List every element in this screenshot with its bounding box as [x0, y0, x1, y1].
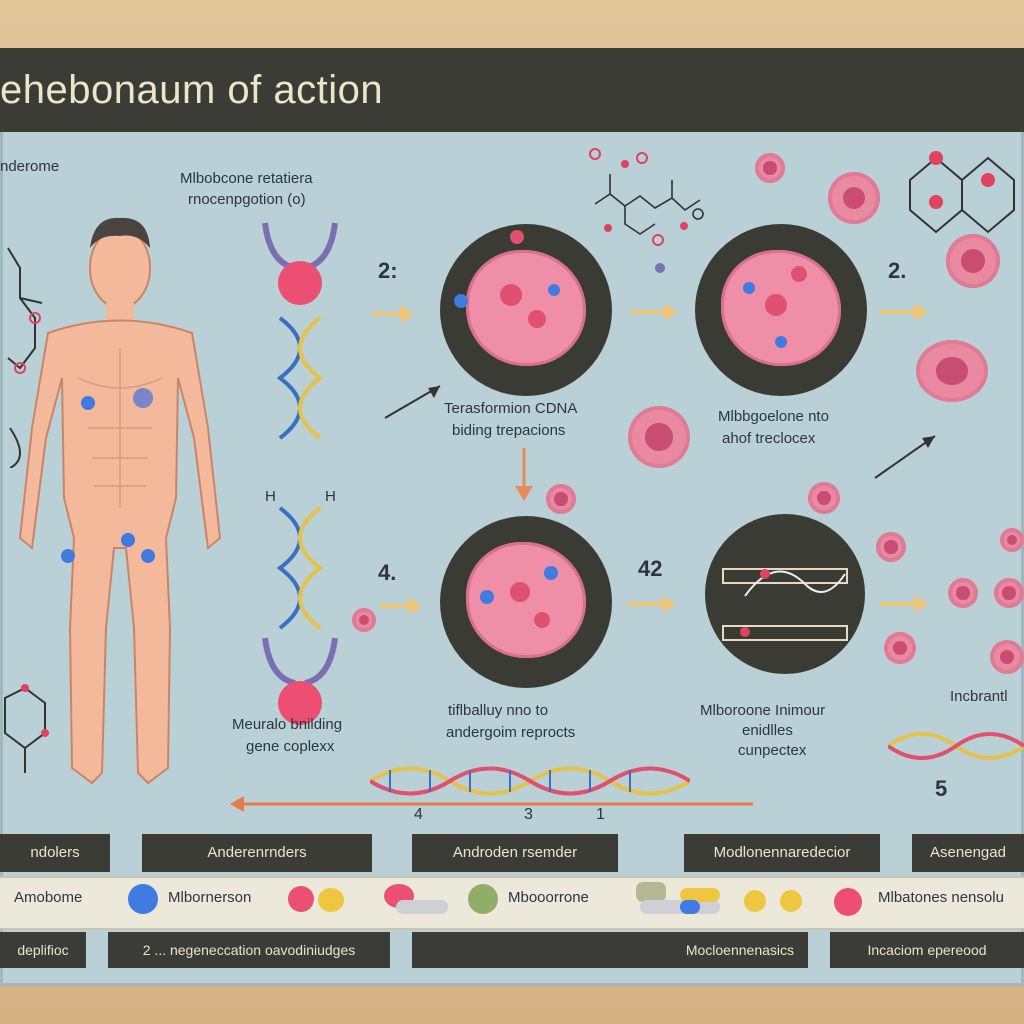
arrow-5 [628, 595, 676, 613]
mlb-complex-label-line2: ahof treclocex [722, 430, 816, 447]
cell-10 [352, 608, 376, 632]
green-molecule-icon [468, 884, 498, 914]
receptor-heading-line1: Mlbobcone retatiera [180, 170, 313, 187]
step-circle-1 [440, 224, 612, 396]
left-molecule-icon [7, 247, 43, 468]
legend-item-2: Mlbornerson [168, 889, 252, 906]
cell-4 [916, 340, 988, 402]
page-title: ehebonaum of action [0, 68, 384, 112]
header-box-5: Asenengad [912, 834, 1024, 872]
step-circle-3 [440, 516, 612, 688]
cell-1 [755, 153, 785, 183]
mlb-inimour-label-line1: Mlboroone Inimour [700, 702, 826, 719]
arrow-down [515, 448, 533, 501]
transform-label-line2: biding trepacions [452, 422, 566, 439]
step-number-2a: 2: [378, 258, 398, 283]
mlb-inimour-label-line2: enidlles [742, 722, 793, 739]
h-left-label: H [265, 488, 276, 505]
pill-icon [396, 900, 448, 914]
mlb-complex-label-line1: Mlbbgoelone nto [718, 408, 829, 425]
incbrant-label: Incbrantl [950, 688, 1008, 705]
transform-label-line1: Terasformion CDNA [444, 400, 578, 417]
human-body-figure [18, 217, 222, 785]
step-circle-2 [695, 224, 867, 396]
neural-label-line1: Meuralo bnilding [232, 716, 343, 733]
dna-strand-bottom [370, 766, 690, 796]
arrow-4 [380, 597, 422, 615]
footer-box-1: deplifioc [0, 932, 86, 968]
cell-11 [948, 578, 978, 608]
step-number-5: 5 [935, 776, 948, 801]
dna-strand-right [888, 732, 1024, 760]
footer-box-2: 2 ... negeneccation oavodiniudges [108, 932, 390, 968]
receptor-heading-line2: rnocenpgotion (o) [188, 191, 306, 208]
header-box-1: ndolers [0, 834, 110, 872]
yellow-dot-icon [744, 890, 766, 912]
mlb-inimour-label-line3: cunpectex [738, 742, 807, 759]
arrow-diagonal-right [874, 435, 936, 479]
top-left-label: nderome [0, 158, 60, 175]
footer-box-4: Incaciom epereood [830, 932, 1024, 968]
step-number-4: 4. [378, 560, 397, 585]
arrow-2 [630, 303, 678, 321]
yellow-dot-icon-2 [780, 890, 802, 912]
bottom-number-4: 4 [414, 806, 423, 823]
cell-13 [990, 640, 1024, 674]
step-circle-4 [705, 514, 865, 674]
left-molecule-lower-icon [4, 684, 49, 773]
h-right-label: H [325, 488, 336, 505]
cell-8 [876, 532, 906, 562]
blue-molecule-icon [128, 884, 158, 914]
legend-item-4: Mlbatones nensolu [878, 889, 1004, 906]
cell-9 [884, 632, 916, 664]
diagram-board: ehebonaum of action nderome Mlbobcone re… [0, 48, 1024, 986]
cell-2 [828, 172, 880, 224]
cell-5 [628, 406, 690, 468]
cell-12 [994, 578, 1024, 608]
cell-7 [808, 482, 840, 514]
tifballuy-label-line2: andergoim reprocts [446, 724, 576, 741]
header-box-4: Modlonennaredecior [684, 834, 880, 872]
arrow-diagonal-left [384, 385, 441, 419]
neural-label-line2: gene coplexx [246, 738, 335, 755]
step-number-2b: 2. [888, 258, 907, 283]
title-bar: ehebonaum of action [0, 48, 1024, 132]
header-box-3: Androden rsemder [412, 834, 618, 872]
arrow-6 [880, 595, 928, 613]
footer-box-3: Mocloennenasics [412, 932, 808, 968]
molecule-structure-icon [589, 148, 704, 273]
tifballuy-label-line1: tiflballuy nno to [448, 702, 549, 719]
receptor-dna-lower-icon [262, 506, 338, 725]
arrow-3 [880, 303, 928, 321]
hexagon-molecule-icon [909, 151, 1015, 234]
bottom-number-1: 1 [596, 806, 605, 823]
yellow-molecule-icon [318, 888, 344, 912]
cell-3 [946, 234, 1000, 288]
pink-dot-icon [834, 888, 862, 916]
arrow-1 [372, 305, 414, 323]
cell-14 [1000, 528, 1024, 552]
blue-pill-icon [680, 900, 700, 914]
return-arrow [230, 796, 753, 812]
cell-6 [546, 484, 576, 514]
step-number-42: 42 [638, 556, 663, 581]
header-box-2: Anderenrnders [142, 834, 372, 872]
pink-molecule-icon [288, 886, 314, 912]
bottom-number-3: 3 [524, 806, 533, 823]
olive-capsule-icon [636, 882, 666, 902]
legend-item-3: Mbooorrone [508, 889, 589, 906]
receptor-dna-upper-icon [262, 222, 338, 440]
yellow-pill-icon [680, 888, 720, 902]
legend-item-1: Amobome [14, 889, 83, 906]
